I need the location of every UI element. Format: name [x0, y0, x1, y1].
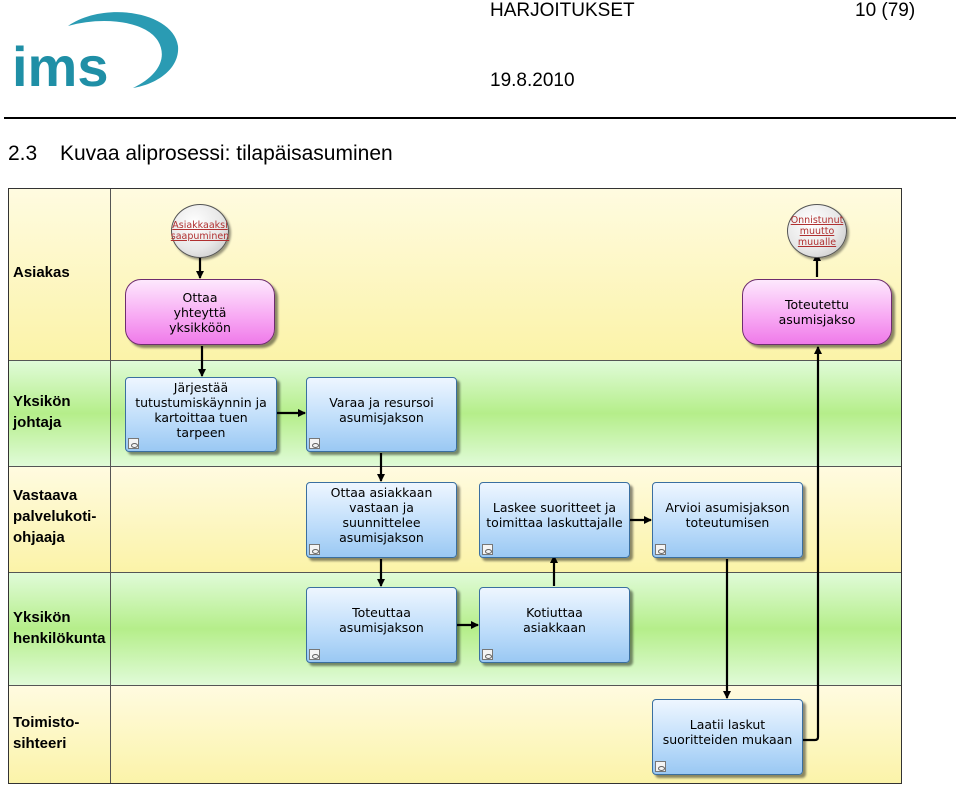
- arrow: [803, 346, 822, 742]
- section-title: Kuvaa aliprosessi: tilapäisasuminen: [60, 142, 393, 165]
- lane-label: Asiakas: [9, 189, 111, 360]
- header-divider: [4, 117, 956, 119]
- document-title: HARJOITUKSET: [490, 0, 635, 21]
- document-date: 19.8.2010: [490, 70, 575, 91]
- document-icon: [309, 649, 320, 660]
- flow-arrows: [196, 253, 822, 742]
- document-icon: [655, 761, 666, 772]
- document-icon: [309, 544, 320, 555]
- ims-logo: ims: [12, 12, 179, 94]
- logo-text: ims: [12, 35, 109, 94]
- page-number: 10 (79): [855, 0, 916, 21]
- section-number: 2.3: [8, 142, 38, 165]
- document-icon: [309, 438, 320, 449]
- document-icon: [655, 544, 666, 555]
- document-icon: [482, 649, 493, 660]
- document-icon: [482, 544, 493, 555]
- lane-label: Toimisto-sihteeri: [9, 686, 111, 783]
- section-heading: 2.3 Kuvaa aliprosessi: tilapäisasuminen: [8, 142, 393, 166]
- document-icon: [128, 438, 139, 449]
